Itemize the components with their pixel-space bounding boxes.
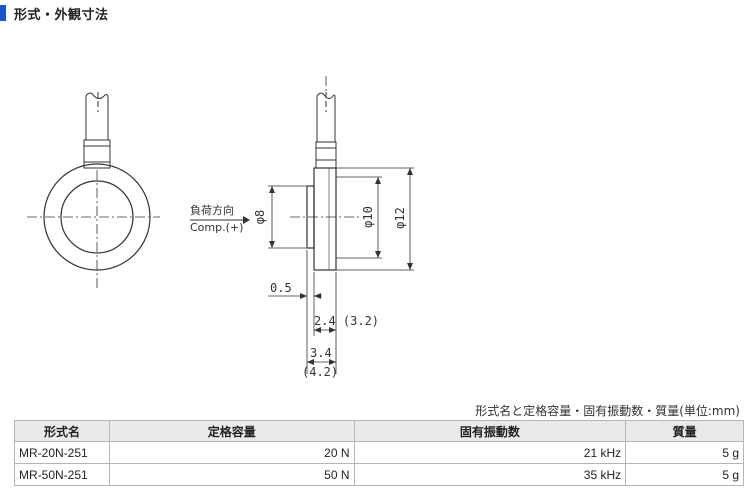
side-view — [290, 76, 360, 271]
load-direction-label: 負荷方向 — [190, 203, 234, 217]
header-natural-frequency: 固有振動数 — [353, 420, 627, 442]
cell-model: MR-20N-251 — [14, 441, 110, 464]
dim-phi10: φ10 — [361, 206, 375, 228]
section-title: 形式・外観寸法 — [14, 7, 109, 23]
front-view — [27, 92, 160, 290]
comp-label: Comp.(+) — [190, 221, 243, 234]
dimension-lines — [268, 167, 414, 374]
dim-0.5: 0.5 — [270, 281, 292, 295]
cell-rated-capacity: 50 N — [108, 463, 355, 486]
header-model: 形式名 — [14, 420, 110, 442]
header-mass: 質量 — [625, 420, 744, 442]
dim-phi8: φ8 — [253, 210, 267, 224]
table-header-row: 形式名 定格容量 固有振動数 質量 — [14, 420, 744, 442]
table-caption: 形式名と定格容量・固有振動数・質量(単位:mm) — [475, 404, 740, 418]
spec-table: 形式名 定格容量 固有振動数 質量 MR-20N-251 20 N 21 kHz… — [14, 420, 744, 486]
load-direction-arrow — [190, 216, 250, 224]
table-row: MR-50N-251 50 N 35 kHz 5 g — [14, 463, 744, 486]
section-marker — [0, 5, 6, 21]
header-rated-capacity: 定格容量 — [108, 420, 355, 442]
dim-phi12: φ12 — [393, 207, 407, 229]
dim-2.4: 2.4 (3.2) — [314, 314, 379, 328]
dim-3.4: 3.4 — [310, 346, 332, 360]
dim-4.2: (4.2) — [302, 365, 338, 379]
cell-natural-frequency: 35 kHz — [353, 463, 627, 486]
section-header: 形式・外観寸法 — [0, 4, 109, 23]
dimension-drawing: 負荷方向 Comp.(+) φ8 φ10 φ12 0.5 2.4 (3.2) 3… — [27, 76, 414, 379]
cell-mass: 5 g — [625, 441, 744, 464]
cell-rated-capacity: 20 N — [108, 441, 355, 464]
cell-model: MR-50N-251 — [14, 463, 110, 486]
dimension-arrows — [269, 168, 413, 365]
cell-mass: 5 g — [625, 463, 744, 486]
table-row: MR-20N-251 20 N 21 kHz 5 g — [14, 441, 744, 464]
cell-natural-frequency: 21 kHz — [353, 441, 627, 464]
